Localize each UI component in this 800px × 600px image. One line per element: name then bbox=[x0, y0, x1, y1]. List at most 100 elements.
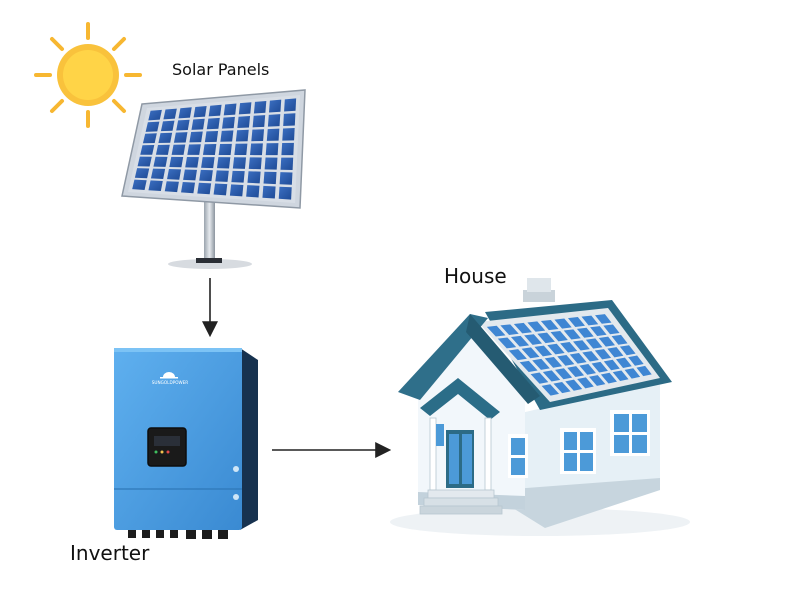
solar-cell bbox=[189, 131, 203, 143]
solar-cell bbox=[164, 181, 179, 193]
solar-cell bbox=[234, 143, 248, 156]
solar-cell bbox=[169, 156, 184, 168]
solar-cell bbox=[280, 157, 294, 170]
solar-cell bbox=[600, 372, 617, 384]
solar-cell bbox=[554, 318, 572, 329]
solar-cell bbox=[252, 115, 266, 128]
solar-cell bbox=[557, 354, 575, 366]
solar-cell bbox=[486, 325, 506, 337]
solar-cell bbox=[232, 157, 247, 169]
solar-cell bbox=[262, 185, 276, 199]
solar-cell bbox=[537, 332, 555, 344]
solar-cell bbox=[279, 172, 293, 185]
solar-cell bbox=[193, 106, 207, 118]
solar-cell bbox=[185, 156, 199, 168]
solar-cell bbox=[577, 377, 594, 389]
solar-panel-icon bbox=[121, 89, 306, 269]
solar-cell bbox=[246, 185, 260, 198]
solar-cell bbox=[183, 169, 197, 181]
solar-cell bbox=[619, 345, 636, 356]
solar-cell bbox=[140, 145, 155, 155]
solar-cell bbox=[541, 384, 560, 396]
solar-cell bbox=[176, 119, 190, 131]
solar-cell bbox=[248, 157, 262, 170]
solar-cell bbox=[250, 143, 263, 156]
solar-cell bbox=[540, 319, 559, 331]
solar-cell bbox=[591, 361, 608, 373]
solar-cell bbox=[199, 169, 213, 182]
solar-cell bbox=[229, 184, 244, 197]
solar-cell bbox=[264, 157, 278, 170]
solar-cell bbox=[544, 356, 563, 368]
inverter-display bbox=[147, 427, 187, 467]
solar-cell bbox=[567, 317, 585, 327]
solar-cell bbox=[563, 329, 581, 340]
solar-cell bbox=[603, 324, 620, 335]
solar-cell bbox=[215, 170, 229, 182]
solar-cell bbox=[197, 182, 212, 195]
solar-cell bbox=[595, 314, 612, 324]
solar-cell bbox=[235, 129, 249, 142]
solar-cell bbox=[576, 327, 594, 338]
solar-cell bbox=[615, 357, 632, 368]
solar-cell bbox=[628, 355, 644, 366]
solar-cell bbox=[589, 375, 606, 386]
solar-cell bbox=[145, 121, 160, 132]
solar-cell bbox=[542, 370, 561, 382]
solar-cell bbox=[582, 351, 599, 362]
solar-cell bbox=[134, 168, 150, 179]
sun-icon bbox=[34, 22, 142, 128]
solar-cell bbox=[142, 133, 157, 144]
solar-cell bbox=[163, 108, 177, 120]
solar-cell bbox=[569, 353, 587, 364]
solar-cell bbox=[268, 99, 282, 113]
solar-cell bbox=[267, 114, 281, 127]
inverter-icon: SUNGOLDPOWER bbox=[114, 348, 258, 539]
solar-cell bbox=[513, 322, 532, 334]
solar-cell bbox=[278, 186, 292, 200]
solar-cell bbox=[585, 338, 603, 349]
solar-cell bbox=[500, 324, 519, 335]
solar-cell bbox=[208, 104, 222, 117]
solar-cell bbox=[530, 372, 549, 384]
solar-cell bbox=[553, 381, 571, 394]
solar-cell bbox=[231, 170, 245, 183]
solar-cell bbox=[534, 345, 553, 357]
solar-cell bbox=[181, 181, 196, 194]
solar-cell bbox=[611, 334, 628, 345]
solar-cell bbox=[524, 334, 543, 345]
solar-cell bbox=[251, 129, 265, 142]
solar-cell bbox=[173, 132, 188, 143]
house-icon bbox=[390, 278, 690, 536]
solar-cell bbox=[263, 171, 277, 185]
solar-cell bbox=[579, 364, 596, 375]
solar-cell bbox=[155, 144, 170, 155]
solar-cell bbox=[510, 335, 530, 347]
solar-cell bbox=[148, 109, 162, 121]
solar-cell bbox=[567, 366, 585, 378]
solar-cell bbox=[148, 180, 163, 192]
solar-cell bbox=[283, 113, 296, 127]
inverter-label: Inverter bbox=[70, 541, 150, 565]
solar-cell bbox=[265, 143, 279, 156]
solar-cell bbox=[581, 315, 599, 326]
solar-cell bbox=[153, 156, 168, 167]
solar-cell bbox=[204, 130, 219, 143]
solar-cell bbox=[624, 368, 641, 379]
inverter-logo-icon bbox=[160, 372, 178, 379]
solar-cell bbox=[521, 347, 540, 359]
solar-cell bbox=[594, 349, 612, 360]
solar-cell bbox=[508, 349, 527, 361]
solar-cell bbox=[150, 168, 166, 179]
solar-panels-label: Solar Panels bbox=[172, 60, 270, 79]
solar-cell bbox=[550, 330, 568, 342]
solar-cell bbox=[202, 144, 217, 155]
solar-cell bbox=[598, 336, 615, 347]
solar-cell bbox=[216, 157, 231, 169]
solar-cell bbox=[560, 342, 578, 353]
solar-cell bbox=[519, 360, 538, 372]
solar-cell bbox=[160, 120, 175, 132]
solar-cell bbox=[178, 107, 192, 119]
solar-cell bbox=[636, 365, 652, 377]
